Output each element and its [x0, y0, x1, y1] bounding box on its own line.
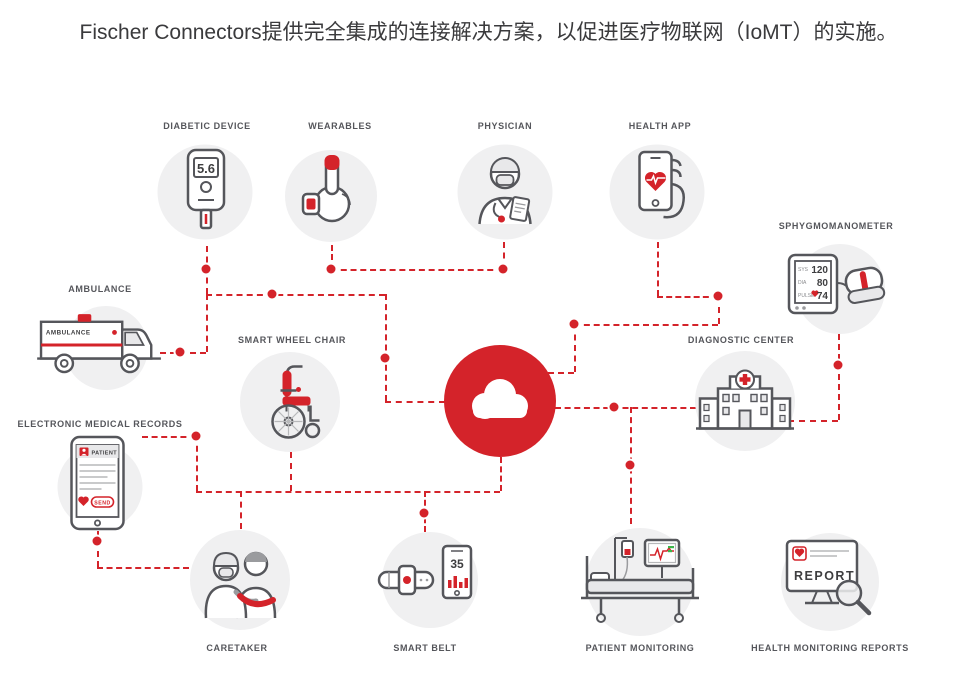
connector-dot — [833, 360, 843, 370]
glucose-reading: 5.6 — [197, 161, 215, 176]
node-label: HEALTH MONITORING REPORTS — [751, 643, 909, 653]
light-bar — [77, 314, 92, 322]
pulse-value: 74 — [817, 291, 829, 302]
connector-line — [718, 296, 720, 324]
node-label: SMART WHEEL CHAIR — [237, 335, 347, 345]
connector-dot — [713, 291, 723, 301]
connector-dot — [609, 402, 619, 412]
connector-line — [574, 324, 718, 326]
connector-line — [240, 491, 242, 529]
connector-dot — [267, 289, 277, 299]
page-title: Fischer Connectors提供完全集成的连接解决方案，以促进医疗物联网… — [79, 21, 898, 44]
node-label: SPHYGMOMANOMETER — [778, 221, 894, 231]
connector-line — [206, 294, 385, 296]
send-button — [90, 496, 115, 508]
connector-line — [97, 531, 99, 567]
connector-line — [657, 242, 659, 296]
connector-dot — [569, 319, 579, 329]
diagnostic-center-icon — [696, 369, 794, 430]
physician-icon — [478, 157, 532, 225]
connector-line — [555, 407, 696, 409]
connector-dot — [380, 353, 390, 363]
connector-line — [548, 372, 574, 374]
magnifier-icon — [835, 579, 863, 607]
send-label: SEND — [94, 500, 110, 506]
sphygmomanometer-icon: SYS 120 DIA 80 PULSE 74 — [787, 253, 886, 315]
sys-label: SYS — [798, 267, 809, 273]
sys-value: 120 — [811, 265, 828, 276]
ambulance-icon: AMBULANCE — [37, 314, 161, 374]
emr-tablet-icon: PATIENT SEND — [70, 435, 125, 531]
caretaker-icon — [204, 551, 277, 619]
cloud-icon — [472, 379, 528, 419]
connector-line — [331, 245, 333, 269]
health-app-icon — [638, 150, 685, 219]
pulse-label: PULSE — [798, 293, 815, 299]
connector-dot — [92, 536, 102, 546]
connector-line — [500, 457, 502, 491]
connector-line — [385, 294, 387, 401]
smart-belt-icon: 35 — [377, 544, 473, 600]
connector-dot — [201, 264, 211, 274]
node-label: PATIENT MONITORING — [585, 643, 695, 653]
dia-value: 80 — [817, 278, 829, 289]
diabetic-device-icon: 5.6 — [186, 148, 226, 230]
connector-line — [503, 242, 505, 269]
health-reports-icon: REPORT — [785, 539, 872, 616]
connector-line — [290, 452, 292, 491]
node-label: AMBULANCE — [68, 284, 132, 294]
node-label: WEARABLES — [308, 121, 372, 131]
connector-dot — [326, 264, 336, 274]
connector-line — [331, 269, 503, 271]
connector-line — [206, 294, 208, 352]
heart-icon — [811, 290, 819, 297]
connector-line — [838, 334, 840, 420]
connector-line — [97, 567, 189, 569]
connector-dot — [625, 460, 635, 470]
smart-wheel-chair-icon — [271, 365, 321, 439]
connector-dot — [191, 431, 201, 441]
connector-dot — [498, 264, 508, 274]
node-label: DIABETIC DEVICE — [163, 121, 251, 131]
patient-header: PATIENT — [92, 451, 118, 457]
heart-icon — [794, 548, 805, 557]
belt-reading: 35 — [450, 557, 464, 571]
connector-line — [657, 296, 718, 298]
ambulance-text: AMBULANCE — [46, 329, 91, 336]
node-label: HEALTH APP — [628, 121, 692, 131]
heart-icon — [78, 496, 89, 506]
node-label: CARETAKER — [206, 643, 268, 653]
connector-line — [196, 436, 198, 491]
node-label: SMART BELT — [393, 643, 457, 653]
dia-label: DIA — [798, 280, 807, 286]
connector-line — [574, 324, 576, 372]
connector-dot — [175, 347, 185, 357]
arm-sling — [237, 593, 276, 608]
connector-line — [385, 401, 445, 403]
wearables-icon — [301, 155, 351, 223]
connector-line — [196, 491, 500, 493]
connector-line — [142, 436, 196, 438]
node-label: ELECTRONIC MEDICAL RECORDS — [17, 419, 183, 429]
connector-dot — [419, 508, 429, 518]
node-label: PHYSICIAN — [477, 121, 533, 131]
node-label: DIAGNOSTIC CENTER — [687, 335, 795, 345]
connector-line — [788, 420, 838, 422]
report-title: REPORT — [794, 569, 855, 583]
patient-monitoring-icon — [581, 537, 699, 623]
